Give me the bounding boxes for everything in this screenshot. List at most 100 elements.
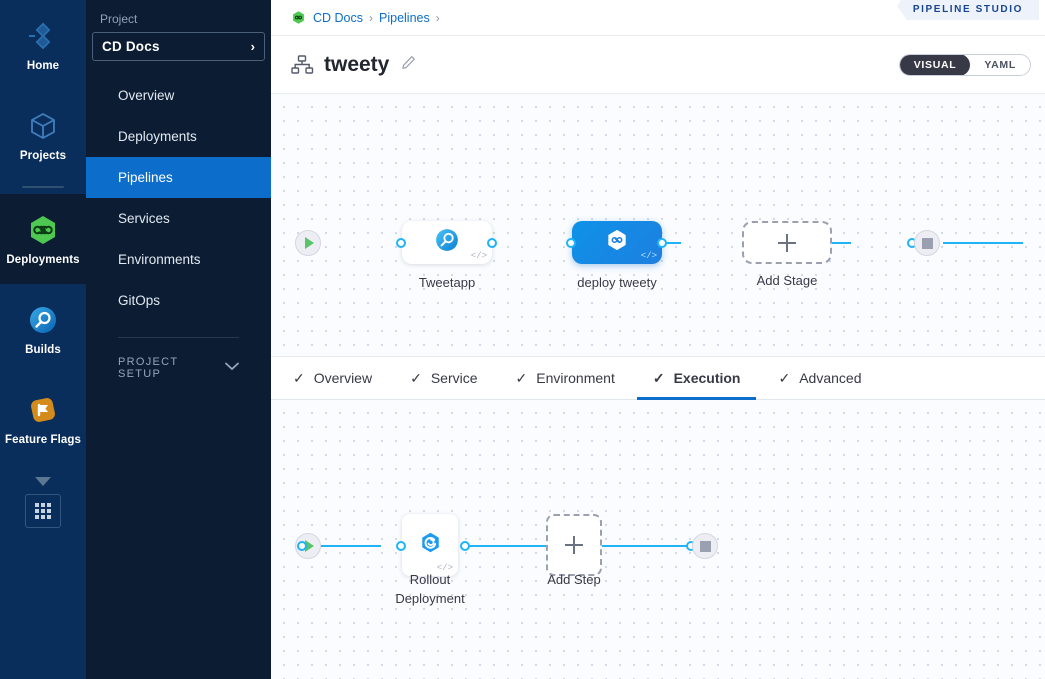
tab-advanced[interactable]: ✓ Advanced <box>776 357 863 399</box>
add-stage-label: Add Stage <box>756 273 818 288</box>
tab-label: Execution <box>673 370 741 386</box>
add-step-label: Add Step <box>547 572 601 587</box>
tab-service[interactable]: ✓ Service <box>408 357 479 399</box>
rail-label-projects: Projects <box>19 149 67 162</box>
edge-add-to-end <box>602 545 692 547</box>
stage-label-deploy-tweety: deploy tweety <box>577 275 657 290</box>
edit-pencil-icon[interactable] <box>401 55 416 75</box>
rail-label-deployments: Deployments <box>6 253 80 266</box>
tab-label: Environment <box>536 370 615 386</box>
step-node-rollout-deployment[interactable]: </> <box>402 514 458 576</box>
sidebar-item-label: Environments <box>118 252 201 267</box>
feature-flag-icon <box>25 392 61 428</box>
tab-label: Advanced <box>799 370 862 386</box>
stage-node-tweetapp[interactable]: </> <box>402 221 492 264</box>
rail-item-projects[interactable]: Projects <box>0 90 86 180</box>
visual-yaml-toggle[interactable]: VISUAL YAML <box>898 53 1031 76</box>
breadcrumb: CD Docs › Pipelines › PIPELINE STUDIO <box>271 0 1045 36</box>
cd-hexagon-icon <box>25 212 61 248</box>
step-label-rollout-line2: Deployment <box>395 590 465 606</box>
execution-end-node[interactable] <box>692 533 718 559</box>
check-icon: ✓ <box>410 369 422 386</box>
rail-divider <box>22 186 64 188</box>
add-stage-button[interactable] <box>742 221 832 264</box>
sidebar-item-pipelines[interactable]: Pipelines <box>86 157 271 198</box>
page-title: tweety <box>324 52 390 76</box>
sidebar-item-services[interactable]: Services <box>86 198 271 239</box>
tab-environment[interactable]: ✓ Environment <box>514 357 617 399</box>
toggle-option-visual[interactable]: VISUAL <box>899 54 971 75</box>
plus-icon <box>565 536 583 554</box>
stage-label-tweetapp: Tweetapp <box>418 275 476 290</box>
breadcrumb-link-pipelines[interactable]: Pipelines <box>379 10 430 25</box>
play-icon <box>305 237 314 249</box>
check-icon: ✓ <box>652 369 665 386</box>
sidebar-item-overview[interactable]: Overview <box>86 75 271 116</box>
port-tweetapp-in[interactable] <box>396 238 406 248</box>
rail-item-builds[interactable]: Builds <box>0 284 86 374</box>
port-tweetapp-out[interactable] <box>487 238 497 248</box>
stop-icon <box>921 237 933 249</box>
sidebar-item-gitops[interactable]: GitOps <box>86 280 271 321</box>
cd-hexagon-icon <box>604 227 630 258</box>
apps-grid-button[interactable] <box>25 494 61 528</box>
rail-label-home: Home <box>26 59 60 72</box>
sidebar-item-deployments[interactable]: Deployments <box>86 116 271 157</box>
port-exec-start-out[interactable] <box>297 541 307 551</box>
tab-overview[interactable]: ✓ Overview <box>291 357 374 399</box>
port-rollout-in[interactable] <box>396 541 406 551</box>
steps-row: </> Rollout Deployment Add Step <box>271 400 1045 679</box>
project-selector[interactable]: CD Docs › <box>92 32 265 61</box>
cd-module-icon <box>291 10 306 25</box>
sidebar-item-environments[interactable]: Environments <box>86 239 271 280</box>
rail-item-deployments[interactable]: Deployments <box>0 194 86 284</box>
rollout-swirl-icon <box>417 529 444 561</box>
pipeline-end-node[interactable] <box>914 230 940 256</box>
grid-icon <box>35 503 51 519</box>
stages-canvas[interactable]: </> Tweetapp <box>271 94 1045 357</box>
nav-divider <box>118 337 239 338</box>
edge-start-to-rollout <box>303 545 381 547</box>
sidebar-item-label: Deployments <box>118 129 197 144</box>
check-icon: ✓ <box>515 369 528 386</box>
play-icon <box>305 540 314 552</box>
breadcrumb-separator: › <box>435 10 440 25</box>
module-rail: Home Projects <box>0 0 86 679</box>
breadcrumb-link-cd-docs[interactable]: CD Docs <box>313 10 364 25</box>
sidebar-item-label: Services <box>118 211 170 226</box>
chevron-right-icon: › <box>250 39 255 54</box>
pipeline-title-bar: tweety VISUAL YAML <box>271 36 1045 94</box>
stage-node-deploy-tweety[interactable]: </> <box>572 221 662 264</box>
pipeline-start-node[interactable] <box>295 230 321 256</box>
sidebar-item-label: Overview <box>118 88 175 103</box>
code-tag: </> <box>640 251 657 261</box>
stages-row: </> Tweetapp <box>271 94 1045 356</box>
project-nav: Project CD Docs › Overview Deployments P… <box>86 0 271 679</box>
ci-build-icon <box>433 226 461 259</box>
rail-label-feature-flags: Feature Flags <box>4 433 82 446</box>
stage-config-tabs: ✓ Overview ✓ Service ✓ Environment ✓ Exe… <box>271 357 1045 400</box>
port-deploy-out[interactable] <box>657 238 667 248</box>
edge-rollout-to-add <box>469 545 549 547</box>
ci-circle-icon <box>25 302 61 338</box>
tab-label: Overview <box>313 370 373 386</box>
port-deploy-in[interactable] <box>566 238 576 248</box>
project-setup-section[interactable]: PROJECT SETUP <box>86 338 271 380</box>
tab-execution[interactable]: ✓ Execution <box>636 357 757 400</box>
project-setup-label: PROJECT SETUP <box>118 356 179 380</box>
toggle-option-yaml[interactable]: YAML <box>984 58 1016 71</box>
cube-icon <box>25 108 61 144</box>
step-label-rollout-line1: Rollout <box>409 572 451 587</box>
add-step-button[interactable] <box>546 514 602 576</box>
tab-label: Service <box>430 370 478 386</box>
rail-item-home[interactable]: Home <box>0 0 86 90</box>
chevron-down-icon[interactable] <box>28 474 58 490</box>
port-rollout-out[interactable] <box>460 541 470 551</box>
sidebar-item-label: Pipelines <box>118 170 173 185</box>
chevron-down-icon <box>225 362 239 374</box>
stop-icon <box>699 540 711 552</box>
rail-item-feature-flags[interactable]: Feature Flags <box>0 374 86 464</box>
execution-steps-canvas[interactable]: </> Rollout Deployment Add Step <box>271 400 1045 679</box>
check-icon: ✓ <box>293 369 305 386</box>
